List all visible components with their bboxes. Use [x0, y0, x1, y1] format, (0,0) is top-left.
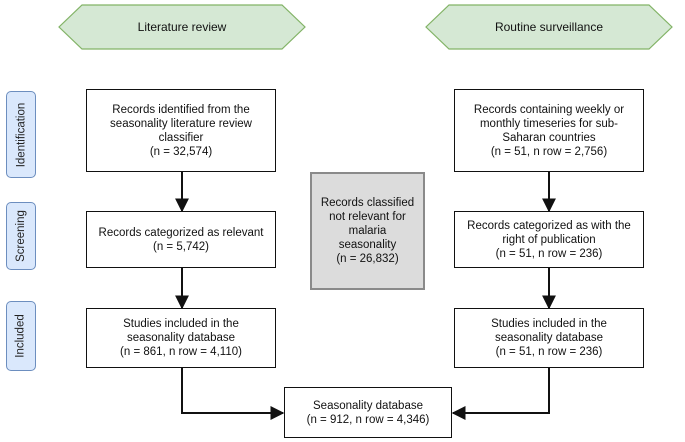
box-lit-included: Studies included in the seasonality data…	[86, 308, 276, 368]
box-text: Records classified not relevant for mala…	[320, 197, 415, 265]
stage-screening: Screening	[6, 202, 36, 270]
hexagon-shape	[425, 4, 673, 50]
source-label: Routine surveillance	[494, 20, 604, 34]
source-literature-review: Literature review	[58, 4, 306, 50]
box-lit-relevant: Records categorized as relevant (n = 5,7…	[86, 211, 276, 268]
box-seasonality-database: Seasonality database (n = 912, n row = 4…	[284, 387, 452, 438]
stage-identification: Identification	[6, 91, 36, 178]
box-text: Records containing weekly or monthly tim…	[473, 103, 625, 158]
box-text: Studies included in the seasonality data…	[491, 318, 607, 358]
box-text: Seasonality database (n = 912, n row = 4…	[306, 399, 430, 426]
box-surv-included: Studies included in the seasonality data…	[454, 308, 644, 368]
arrow-lit-included-to-database	[181, 368, 285, 420]
box-surv-identified: Records containing weekly or monthly tim…	[454, 89, 644, 172]
arrow-surv-included-to-database	[451, 368, 550, 420]
box-text: Records categorized as with the right of…	[467, 219, 631, 260]
source-label: Literature review	[137, 20, 227, 34]
stage-label: Screening	[15, 210, 28, 262]
box-lit-identified: Records identified from the seasonality …	[86, 89, 276, 172]
box-text: Records identified from the seasonality …	[110, 103, 252, 158]
stage-label: Identification	[15, 102, 28, 167]
stage-included: Included	[6, 301, 36, 371]
box-excluded: Records classified not relevant for mala…	[310, 172, 425, 290]
box-surv-publication: Records categorized as with the right of…	[454, 211, 644, 268]
box-text: Records categorized as relevant (n = 5,7…	[98, 226, 264, 253]
stage-label: Included	[15, 314, 28, 358]
hexagon-shape	[58, 4, 306, 50]
source-routine-surveillance: Routine surveillance	[425, 4, 673, 50]
box-text: Studies included in the seasonality data…	[120, 318, 242, 358]
